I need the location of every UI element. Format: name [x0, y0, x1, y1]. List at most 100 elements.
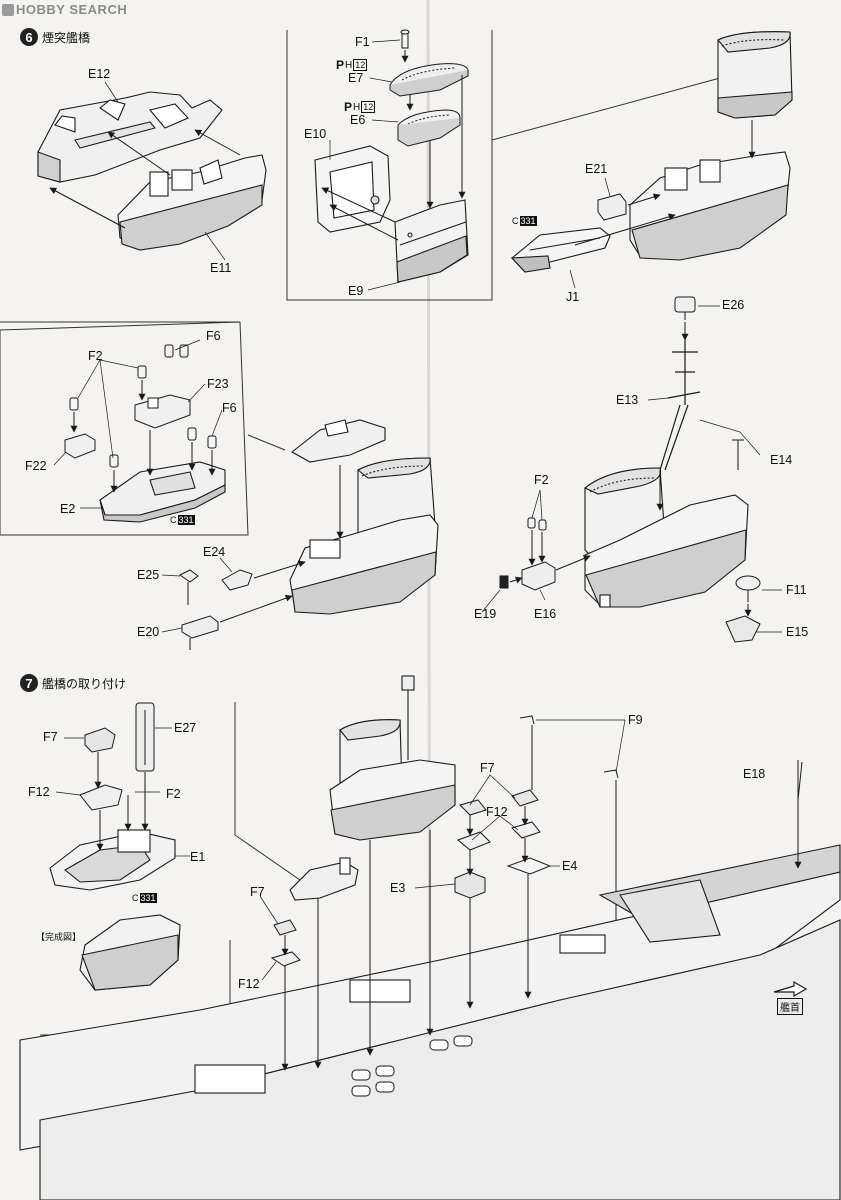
bow-indicator: 艦首: [772, 980, 808, 1015]
f22-part: [64, 433, 96, 459]
label-f12-b: F12: [238, 977, 260, 991]
bridge-top-deck: [291, 419, 386, 463]
f7-part-a: [84, 727, 116, 753]
funnel-arrows: [321, 50, 466, 241]
e27-part: [135, 702, 155, 772]
label-e15: E15: [786, 625, 809, 639]
e21-part: [597, 193, 627, 221]
label-f7-b: F7: [250, 885, 265, 899]
label-e21: E21: [585, 162, 608, 176]
label-e20: E20: [137, 625, 160, 639]
e10-funnel-side: [314, 145, 391, 233]
e9-funnel-body: [394, 199, 469, 283]
e11-bridge-hull: [117, 154, 267, 251]
completed-view-label: 【完成図】: [36, 933, 82, 943]
leader-lines-6a: [104, 81, 226, 261]
label-f7-a: F7: [43, 730, 58, 744]
e16-e19-parts: [499, 517, 556, 591]
e26-light: [674, 296, 696, 320]
step-6-number: 6: [20, 28, 38, 46]
label-e4: E4: [562, 859, 578, 873]
e1-platform: [49, 829, 176, 891]
leader-lines-6c: [569, 177, 611, 289]
step7-left-arrows: [94, 752, 149, 851]
bow-arrow-icon: [773, 980, 808, 998]
bow-label: 艦首: [777, 998, 803, 1015]
watermark: HOBBY SEARCH: [2, 2, 127, 17]
e7-funnel-cap: [389, 63, 469, 97]
label-e11: E11: [210, 261, 232, 275]
f12-part-a: [79, 784, 123, 811]
label-f22: F22: [25, 459, 47, 473]
watermark-logo-icon: [2, 4, 14, 16]
label-e14: E14: [770, 453, 793, 467]
step7-arrows: [281, 806, 802, 1071]
label-e16: E16: [534, 607, 557, 621]
e24-part: [221, 569, 253, 591]
step-7-title: 艦橋の取り付け: [42, 676, 127, 691]
label-j1: J1: [566, 290, 580, 304]
label-e7: E7: [348, 71, 364, 85]
e6-funnel-grille: [397, 109, 461, 147]
label-e9: E9: [348, 284, 364, 298]
leader-lines-6d: [53, 339, 223, 509]
e13-mast: [659, 340, 701, 471]
label-e10: E10: [304, 127, 327, 141]
e14-rod: [732, 439, 744, 470]
label-f23: F23: [207, 377, 229, 391]
f23-part: [134, 394, 191, 429]
step-6-title: 煙突艦橋: [42, 30, 91, 45]
e2-platform: [99, 461, 226, 523]
label-e13: E13: [616, 393, 639, 407]
step-7-header: 7 艦橋の取り付け: [20, 674, 126, 692]
label-f1: F1: [355, 35, 370, 49]
bridge-assembly-center: [289, 457, 439, 615]
funnel-complete-top: [717, 31, 793, 119]
inset-arrows: [70, 380, 216, 493]
step-6-header: 6 煙突艦橋: [20, 28, 90, 46]
label-e25: E25: [137, 568, 160, 582]
label-e2: E2: [60, 502, 76, 516]
label-e26: E26: [722, 298, 745, 312]
center-arrows-6: [219, 465, 344, 623]
f7-f12-parts-b: [270, 919, 301, 967]
f11-e15-parts: [725, 575, 761, 643]
leader-lines-6e: [161, 557, 233, 633]
label-f11: F11: [786, 583, 807, 597]
bridge-piece-7: [289, 857, 359, 901]
bridge-hull-right: [629, 151, 791, 261]
leader-lines-6b: [329, 39, 401, 291]
right-arrows-6: [574, 120, 756, 246]
step-7-number: 7: [20, 674, 38, 692]
label-f12-c: F12: [486, 805, 508, 819]
small-pins-inset: [69, 344, 217, 468]
label-e1: E1: [190, 850, 206, 864]
completed-bridge: [79, 914, 181, 991]
deck-vents: [351, 1035, 473, 1097]
j1-deck-piece: [510, 227, 611, 273]
label-e12: E12: [88, 67, 111, 81]
bridge-assembly-7: [329, 675, 456, 841]
label-e27: E27: [174, 721, 197, 735]
label-f6-a: F6: [206, 329, 221, 343]
leader-lines-7b: [259, 719, 626, 981]
label-f12-a: F12: [28, 785, 50, 799]
label-f7-c: F7: [480, 761, 495, 775]
f1-pin: [400, 29, 410, 49]
label-f9: F9: [628, 713, 643, 727]
label-f2-a: F2: [88, 349, 103, 363]
e12-bridge-base: [37, 91, 223, 183]
bridge-assembly-right: [583, 467, 749, 608]
label-f2-b: F2: [534, 473, 549, 487]
leader-lines-7a: [55, 727, 190, 857]
label-f2-c: F2: [166, 787, 181, 801]
label-e19: E19: [474, 607, 497, 621]
e25-e20-parts: [179, 569, 219, 650]
leader-lines-6f: [481, 305, 782, 633]
label-f6-b: F6: [222, 401, 237, 415]
